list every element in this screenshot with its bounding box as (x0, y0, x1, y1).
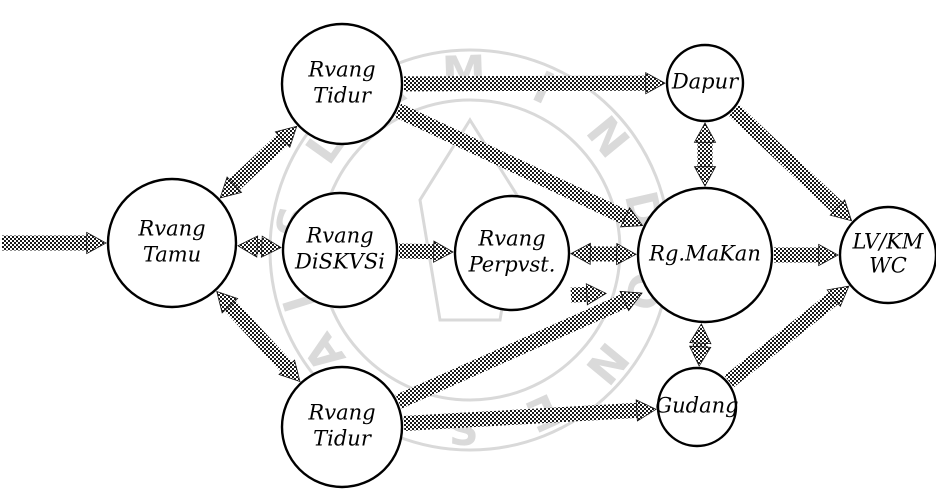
arrowhead (433, 240, 454, 263)
edge-ruang-tamu-to-ruang-tidur-bottom (216, 290, 301, 383)
bubble-label: Rvang (477, 226, 545, 250)
edge-entrance-to-ruang-tamu (2, 231, 107, 255)
bubble-label: WC (869, 253, 907, 277)
edge-ruang-perpust-to-rg-makan (570, 242, 637, 266)
arrowhead (645, 71, 666, 95)
edge-ruang-tidur-top-to-dapur (403, 71, 666, 95)
bubble-circle (280, 22, 404, 146)
bubble-circle (106, 177, 238, 309)
arrowhead (635, 399, 657, 422)
arrowhead (237, 235, 259, 258)
arrowhead (585, 283, 607, 306)
arrowhead (826, 285, 850, 308)
bubble-circle (665, 43, 745, 123)
bubble-label: Rg.MaKan (648, 242, 761, 266)
arrowhead (616, 242, 637, 266)
bubble-label: Rvang (307, 400, 375, 424)
bubble-gudang: Gudang (655, 366, 739, 448)
bubble-circle (636, 186, 774, 324)
arrow-shaft (729, 104, 846, 216)
arrowhead (260, 235, 282, 258)
arrowhead (278, 359, 301, 383)
arrow-shaft (403, 402, 642, 432)
edge-rg-makan-to-gudang (688, 323, 712, 367)
edge-ruang-tidur-top-to-rg-makan (394, 103, 644, 228)
arrow-shaft (226, 131, 291, 193)
arrowhead (818, 243, 839, 267)
edge-ruang-diskusi-to-ruang-perpust (398, 240, 454, 263)
bubble-circle (656, 366, 738, 448)
bubble-label: Tidur (313, 427, 373, 451)
arrow-shaft (221, 297, 295, 376)
bubble-label: Perpvst. (468, 253, 556, 277)
bubble-circle (281, 191, 399, 309)
arrow-shaft (394, 103, 632, 226)
bubble-label: Dapur (671, 70, 740, 94)
arrowhead (619, 290, 643, 312)
bubble-label: Tamu (143, 243, 201, 267)
bubble-label: Gudang (655, 394, 738, 418)
arrow-shaft (403, 75, 650, 92)
bubble-label: Rvang (307, 57, 375, 81)
edge-rg-makan-to-lv-km-wc (774, 243, 839, 267)
edge-dapur-to-lv-km-wc (729, 104, 853, 222)
arrowhead (688, 345, 712, 367)
bubble-label: DiSKVSi (294, 250, 385, 274)
edge-ruang-tamu-to-ruang-diskusi (237, 235, 282, 258)
arrowhead (689, 323, 712, 345)
bubble-label: Tidur (313, 84, 373, 108)
arrow-shaft (398, 243, 438, 260)
edge-ruang-perpust-to-rg-makan (570, 283, 607, 306)
arrowhead (274, 125, 298, 149)
arrowhead (619, 207, 644, 228)
edge-ruang-tamu-to-ruang-tidur-top (219, 125, 298, 199)
arrowhead (693, 166, 717, 187)
arrowhead (693, 122, 717, 143)
edge-ruang-tidur-bottom-to-rg-makan (395, 290, 643, 409)
bubble-label: LV/KM (852, 230, 924, 254)
bubble-label: Rvang (305, 223, 373, 247)
bubble-label: Rvang (137, 216, 205, 240)
bubble-dapur: Dapur (665, 43, 745, 123)
edge-gudang-to-lv-km-wc (724, 285, 850, 388)
edge-dapur-to-rg-makan (693, 122, 717, 187)
arrowhead (216, 290, 239, 314)
bubble-circle (453, 194, 571, 312)
connection-arrows (2, 71, 853, 432)
arrowhead (86, 231, 107, 255)
watermark-letter: N (575, 333, 638, 394)
arrowhead (829, 199, 853, 222)
watermark-letter: N (576, 107, 639, 168)
arrowhead (219, 176, 243, 199)
bubble-circle (838, 205, 936, 305)
bubble-rg-makan: Rg.MaKan (636, 186, 774, 324)
arrow-shaft (724, 289, 842, 388)
edge-ruang-tidur-bottom-to-gudang (403, 399, 657, 432)
bubble-circle (280, 365, 404, 489)
room-bubbles: RvangTamuRvangTidurRvangDiSKVSiRvangPerp… (106, 22, 936, 489)
arrow-shaft (395, 292, 631, 409)
arrowhead (570, 242, 591, 266)
